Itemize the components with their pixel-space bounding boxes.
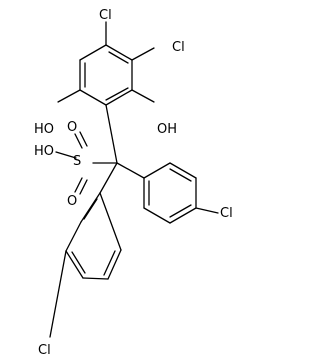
atom-cl-right: Cl [172,40,185,55]
atom-oh-right: OH [157,122,177,137]
right-phenyl-ring [143,162,197,224]
bond-c-cl-phenyl-right [195,207,219,214]
bond-s-o-upper-1 [79,131,88,147]
atom-cl-top: Cl [99,8,112,23]
atom-cl-phenyl-right: Cl [220,206,233,221]
bond-central-phenyl-bottom [99,162,118,194]
atom-o-lower: O [67,194,77,209]
atom-ho-sulfo: HO [34,144,54,159]
upper-ring [79,44,133,106]
bond-s-o-lower-2 [74,177,83,193]
atom-s: S [73,154,81,169]
bond-c-cl-phenyl-bottom [49,250,67,338]
bond-s-o-lower-1 [79,179,88,195]
bond-c-oh-right [131,89,155,103]
bond-central-phenyl-right [116,162,145,179]
chemical-structure: Cl Cl HO OH HO S O O Cl Cl [34,8,233,358]
atom-cl-phenyl-bottom: Cl [38,343,51,358]
structure-diagram: Cl Cl HO OH HO S O O Cl Cl [34,8,233,358]
atom-o-upper: O [67,120,77,135]
bond-c-oh-left [57,89,81,103]
bond-s-oh [55,151,77,159]
bottom-phenyl-ring [65,192,122,280]
atom-ho-left: HO [34,122,54,137]
bond-ring-central [105,104,118,164]
bond-s-o-upper-2 [74,133,83,149]
bond-c-cl-right [131,47,155,61]
